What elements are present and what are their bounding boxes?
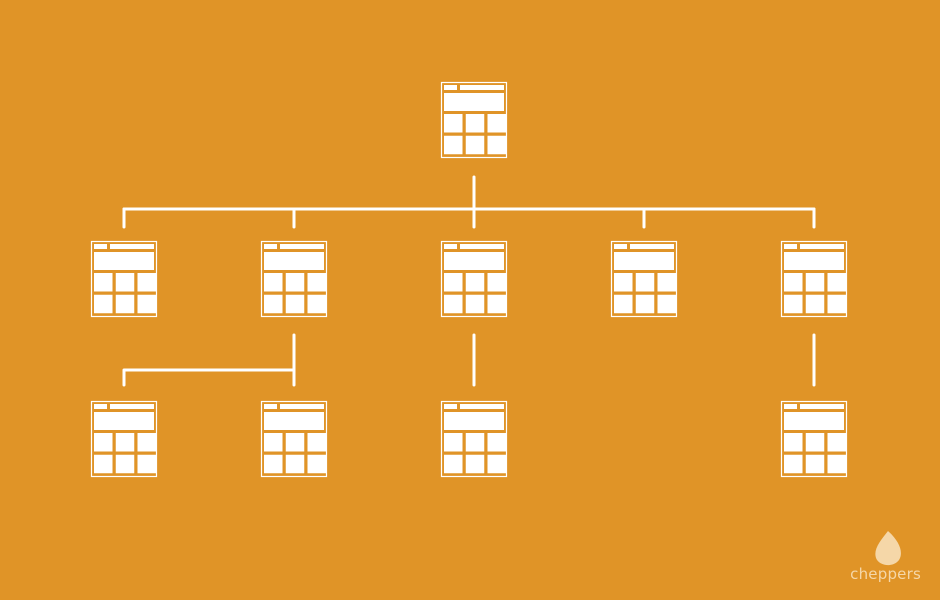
brand-name: cheppers [850, 565, 921, 583]
page-layout-icon [610, 240, 678, 318]
page-node-n1 [90, 240, 158, 318]
page-node-n2 [260, 240, 328, 318]
page-layout-icon [780, 400, 848, 478]
connectors [122, 175, 816, 387]
page-layout-icon [260, 240, 328, 318]
connector-n2-children [122, 333, 296, 387]
page-layout-icon [440, 81, 508, 159]
nodes [90, 81, 848, 478]
page-node-n4 [610, 240, 678, 318]
page-node-n2b [260, 400, 328, 478]
page-layout-icon [780, 240, 848, 318]
page-layout-icon [440, 240, 508, 318]
page-node-n3 [440, 240, 508, 318]
page-node-n2a [90, 400, 158, 478]
page-layout-icon [90, 240, 158, 318]
page-node-n5 [780, 240, 848, 318]
page-layout-icon [90, 400, 158, 478]
page-node-n5a [780, 400, 848, 478]
cheppers-logo-icon [875, 531, 901, 566]
page-layout-icon [260, 400, 328, 478]
page-layout-icon [440, 400, 508, 478]
page-node-root [440, 81, 508, 159]
page-node-n3a [440, 400, 508, 478]
